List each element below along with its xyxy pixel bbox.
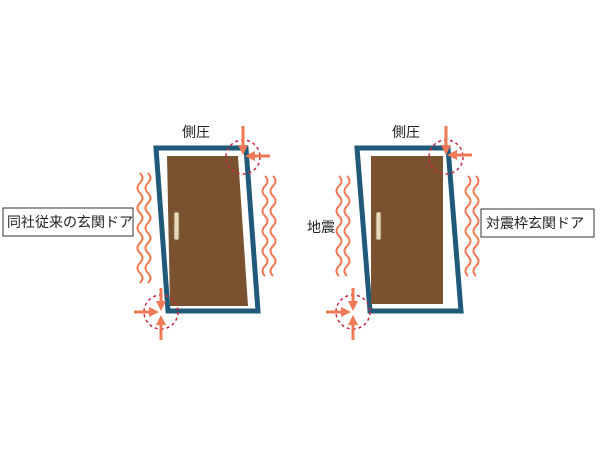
resistant-side-pressure-label: 側圧	[392, 125, 420, 141]
conventional-side-pressure-label: 側圧	[182, 125, 210, 141]
earthquake-label: 地震	[307, 220, 335, 236]
right-seismic-waves-right-side	[464, 175, 480, 277]
conventional-caption-text: 同社従来の玄関ドア	[7, 214, 133, 231]
resistant-caption-box	[480, 208, 595, 238]
right-seismic-waves-left-side	[335, 175, 351, 277]
left-seismic-waves-right-side	[261, 175, 277, 277]
conventional-door-leaf	[167, 156, 248, 306]
resistant-door-illustration: 側圧 地震 対震枠玄関ドア	[307, 125, 595, 340]
conventional-door-illustration: 側圧 同社従来の玄関ドア	[2, 125, 277, 340]
resistant-door-handle	[375, 211, 382, 241]
conventional-caption-box	[2, 207, 134, 237]
conventional-door-handle	[173, 211, 180, 241]
left-seismic-waves-left-side	[136, 172, 152, 284]
resistant-door-leaf	[371, 156, 443, 304]
resistant-caption-text: 対震枠玄関ドア	[486, 215, 584, 232]
